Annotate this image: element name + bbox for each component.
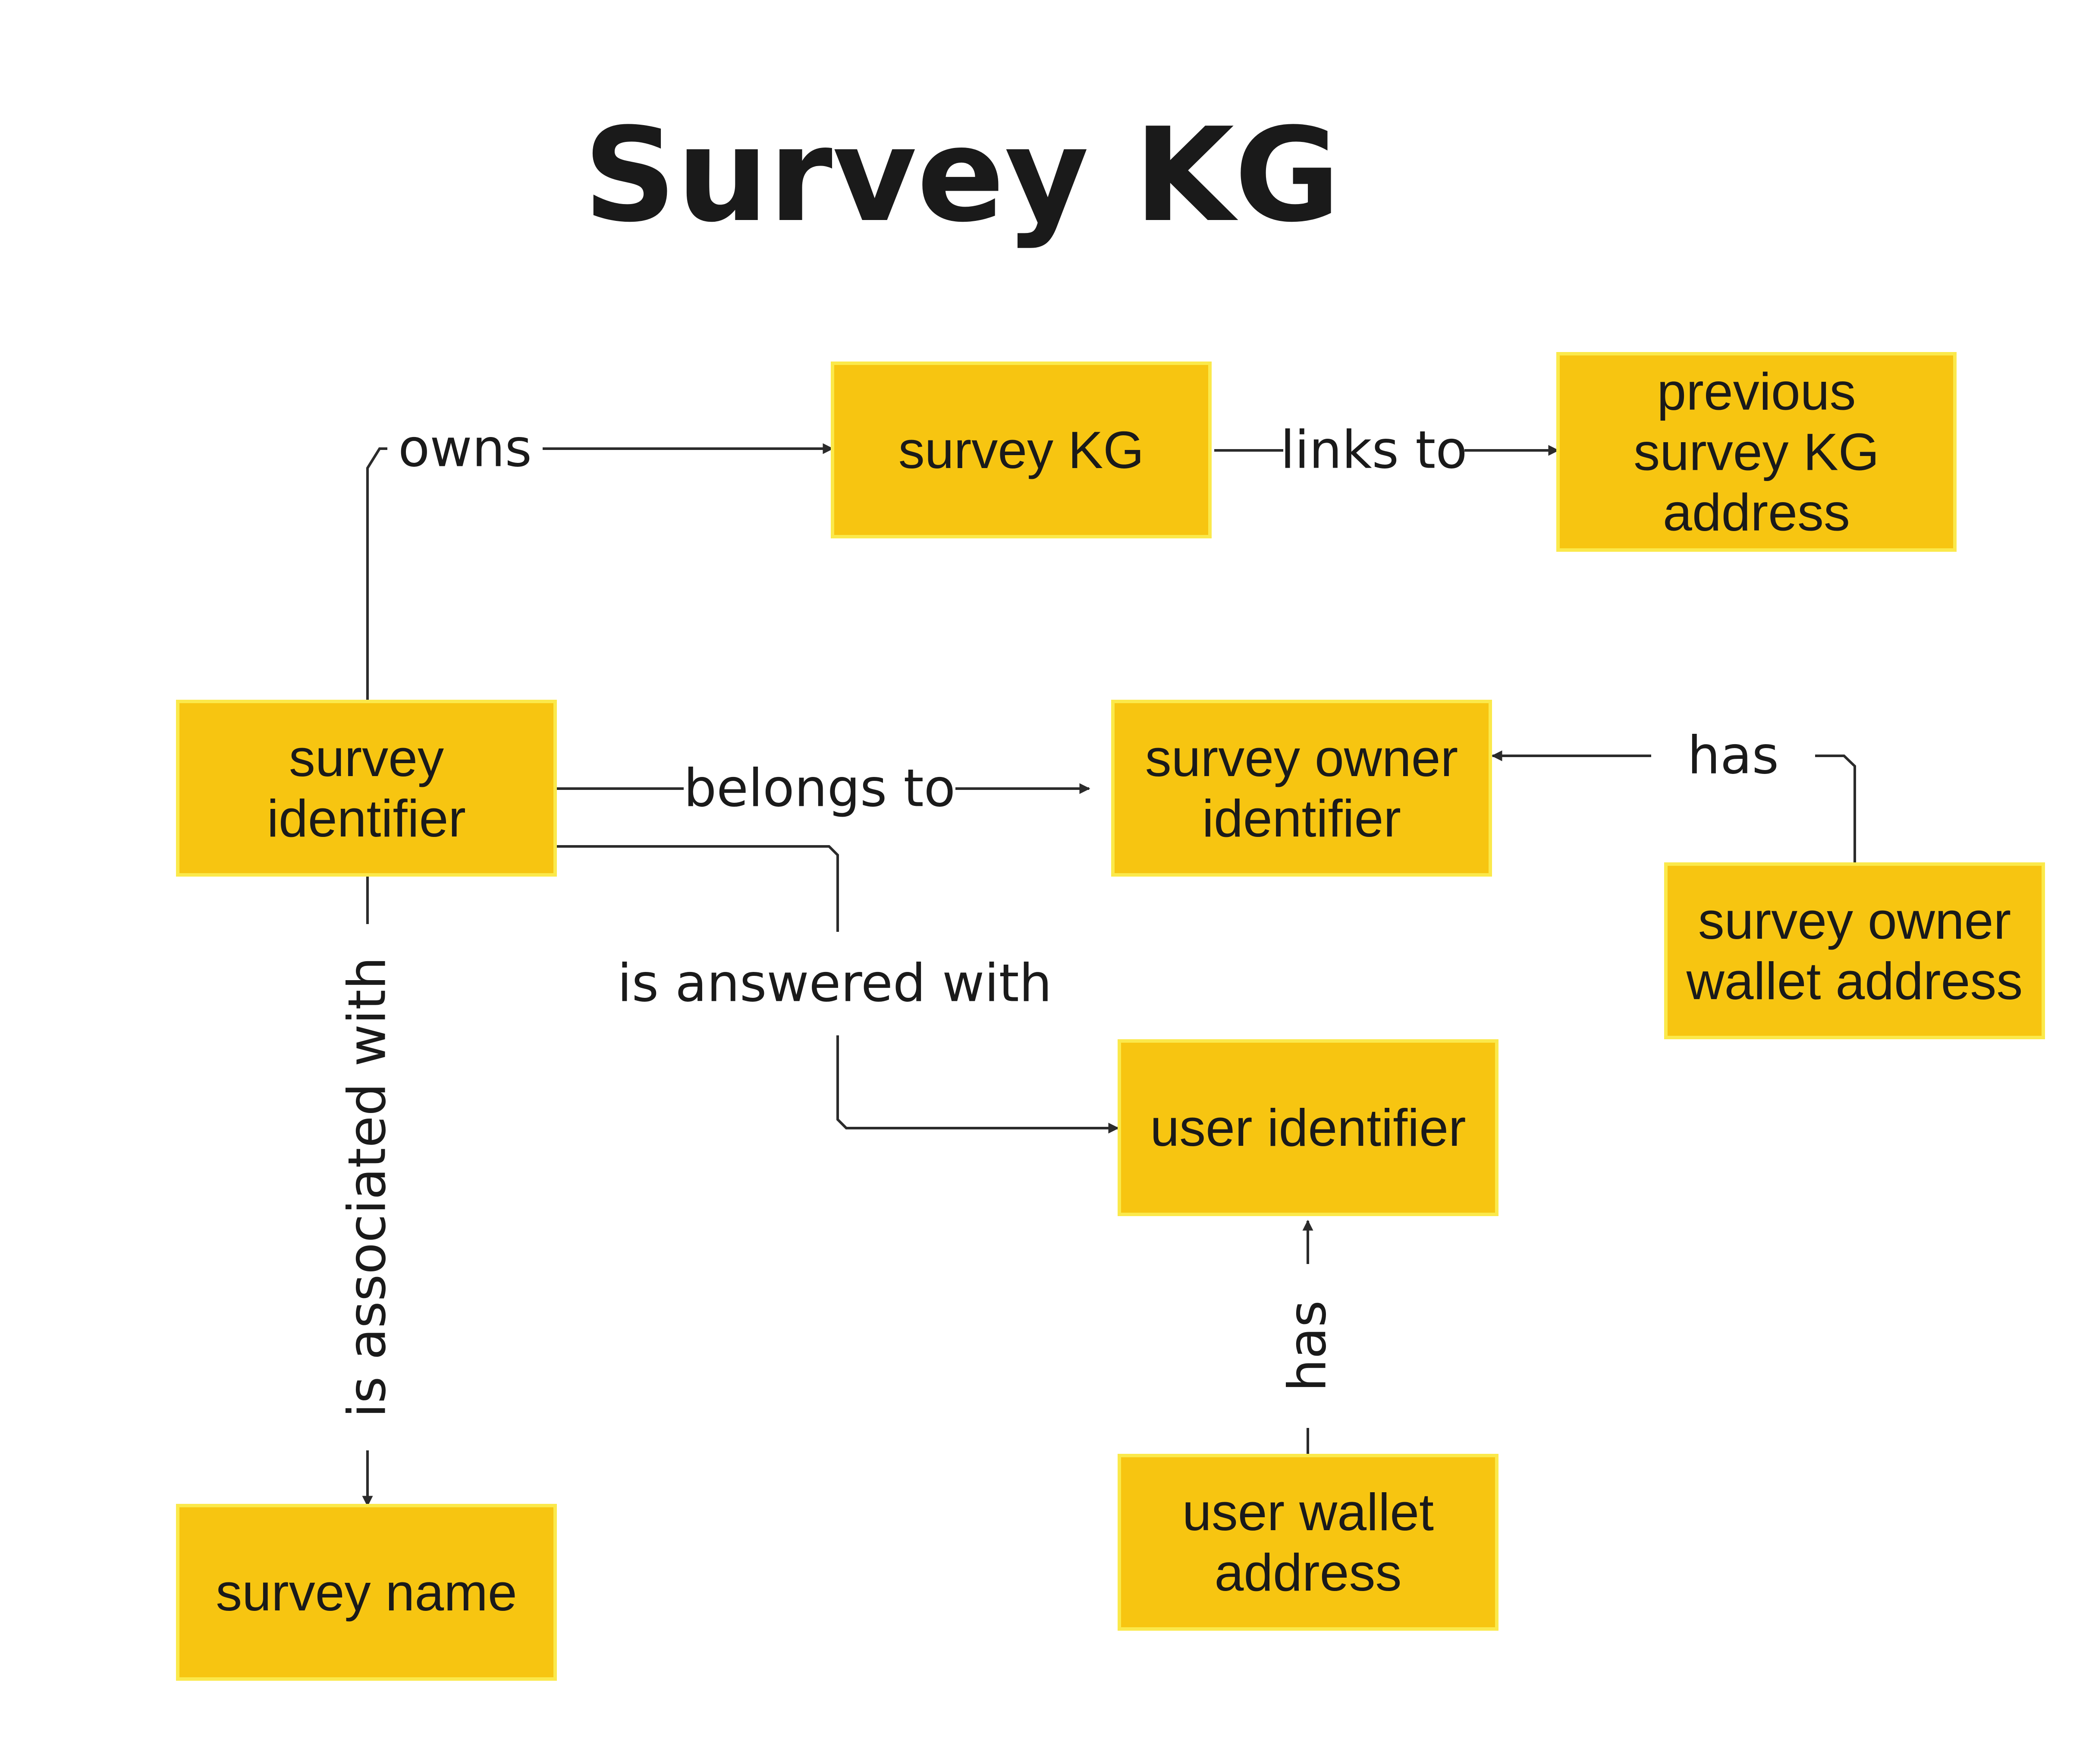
node-label-survey-owner-identifier: survey owner [1145,729,1458,787]
edge-label-gap [337,924,398,1450]
node-box-survey-kg[interactable] [831,362,1212,538]
edge-label-gap [1283,420,1464,481]
edge-label-group-belongs-to: belongs to [684,758,955,819]
edge-label-owner-has: has [1687,726,1779,786]
edge-label-gap [610,932,1059,1035]
node-label-survey-owner-wallet-address: wallet address [1686,952,2023,1010]
edge-label-user-has: has [1278,1300,1338,1392]
node-label-user-identifier: user identifier [1150,1098,1466,1157]
edge-owns [366,443,834,701]
node-label-survey-identifier: identifier [267,789,466,848]
node-box-user-identifier[interactable] [1118,1039,1498,1216]
node-box-survey-name[interactable] [176,1504,557,1681]
node-label-survey-identifier: survey [289,729,444,787]
node-box-survey-owner-identifier[interactable] [1111,700,1492,877]
node-box-user-wallet-address[interactable] [1118,1454,1498,1631]
edge-label-group-owns: owns [387,418,543,479]
edge-label-is-answered-with: is answered with [617,954,1052,1014]
edge-label-group-user-has: has [1278,1264,1338,1428]
edge-label-group-is-associated-with: is associated with [337,924,398,1450]
node-label-previous-survey-kg-address: survey KG [1634,423,1879,481]
node-box-previous-survey-kg-address[interactable] [1556,352,1957,552]
edge-label-gap [1651,726,1815,786]
edge-label-links-to: links to [1280,421,1467,481]
edge-label-gap [684,758,955,819]
node-label-user-wallet-address: user wallet [1182,1483,1434,1541]
node-user-identifier[interactable]: user identifier [1118,1039,1498,1216]
node-label-survey-name: survey name [216,1563,517,1622]
node-label-survey-kg: survey KG [898,421,1144,479]
node-label-survey-owner-wallet-address: survey owner [1698,891,2011,950]
node-box-survey-identifier[interactable] [176,700,557,877]
node-survey-name[interactable]: survey name [176,1504,557,1681]
edge-label-gap [1278,1264,1338,1428]
edge-label-group-owner-has: has [1651,726,1815,786]
node-label-user-wallet-address: address [1214,1543,1401,1602]
edge-label-gap [387,418,543,479]
node-label-previous-survey-kg-address: previous [1657,362,1856,421]
edge-label-group-is-answered-with: is answered with [610,932,1059,1035]
edges-layer [362,443,1856,1507]
node-label-survey-owner-identifier: identifier [1202,789,1401,848]
edge-labels-layer: owns links to belongs to has is answered wit… [337,418,1815,1450]
edge-label-owns: owns [398,419,532,479]
diagram-title: Survey KG [583,100,1340,251]
edge-label-belongs-to: belongs to [684,759,955,819]
edge-label-group-links-to: links to [1280,420,1467,481]
node-label-previous-survey-kg-address: address [1663,483,1850,542]
edge-label-is-associated-with: is associated with [338,957,398,1418]
node-box-survey-owner-wallet-address[interactable] [1664,862,2045,1039]
node-survey-kg[interactable]: survey KG [831,362,1212,538]
